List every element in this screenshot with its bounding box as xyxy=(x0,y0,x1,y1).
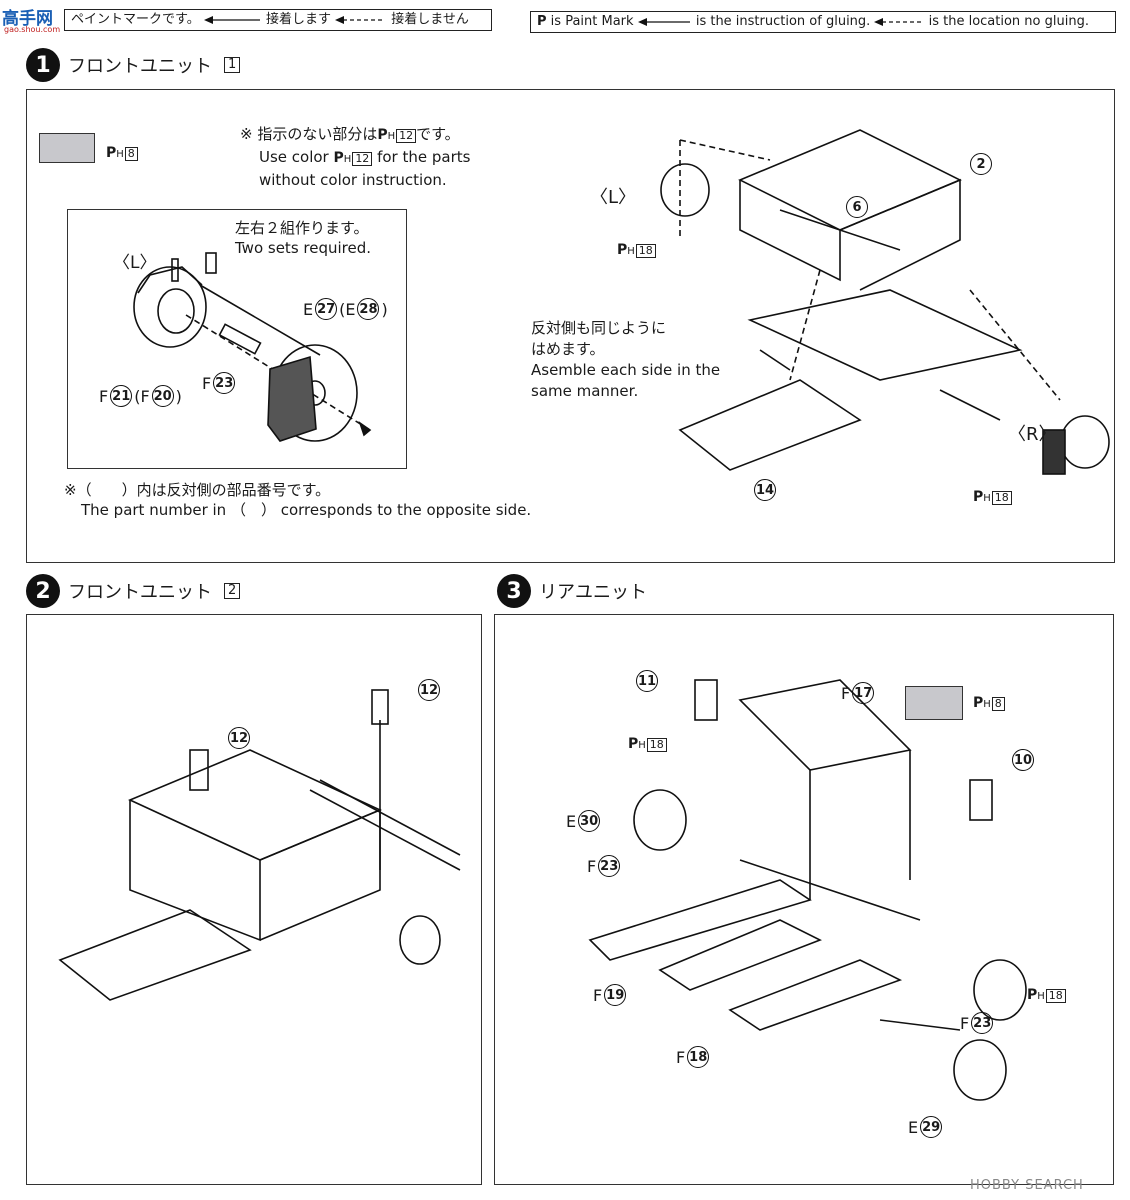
rear-part-10: 10 xyxy=(1012,749,1034,771)
step1-color-swatch xyxy=(39,133,95,163)
step3-panel xyxy=(494,614,1114,1185)
step2-panel xyxy=(26,614,482,1185)
watermark-hobbysearch: HOBBY SEARCH xyxy=(970,1178,1084,1193)
step3-number: 3 xyxy=(497,574,531,608)
step1-title-sub: 1 xyxy=(224,57,241,73)
inset-side-label: 〈L〉 xyxy=(113,253,157,273)
legend-en-glue: is the instruction of gluing. xyxy=(695,14,871,29)
front-unit-spring-drawing xyxy=(58,689,461,1001)
step1-title: フロントユニット xyxy=(68,56,212,77)
watermark-logo: 高手网 xyxy=(2,4,53,29)
legend-en-paint: is Paint Mark xyxy=(550,14,634,29)
step2-number: 2 xyxy=(26,574,60,608)
brake-assembly-drawing xyxy=(133,252,372,442)
step1-side-L: 〈L〉 xyxy=(590,187,637,208)
step1-inset xyxy=(67,209,407,469)
step1-header: 1 フロントユニット 1 xyxy=(26,48,241,82)
legend-jp-glue: 接着します xyxy=(265,12,331,27)
step2-header: 2 フロントユニット 2 xyxy=(26,574,241,608)
solid-arrow-icon xyxy=(637,17,690,26)
step3-header: 3 リアユニット xyxy=(497,574,647,608)
step2-callout-12b: 12 xyxy=(228,727,250,749)
solid-arrow-icon xyxy=(203,15,260,24)
step1-number: 1 xyxy=(26,48,60,82)
legend-jp-paint: ペイントマークです。 xyxy=(71,12,200,27)
dashed-arrow-icon xyxy=(874,17,923,26)
watermark-url: gao.shou.com xyxy=(4,25,61,34)
watermark-text: 高手网 xyxy=(2,9,53,29)
callout-14: 14 xyxy=(754,479,776,501)
legend-jp: ペイントマークです。 接着します 接着しません xyxy=(64,9,492,31)
step1-footnote-en: The part number in （ ） corresponds to th… xyxy=(81,501,532,519)
inset-label-jp: 左右２組作ります。 xyxy=(235,219,369,237)
step1-footnote-jp: ※（ ）内は反対側の部品番号です。 xyxy=(64,481,331,499)
legend-en: P is Paint Mark is the instruction of gl… xyxy=(530,11,1116,33)
step2-title: フロントユニット xyxy=(68,582,212,603)
callout-2: 2 xyxy=(970,153,992,175)
step2-callout-12a: 12 xyxy=(418,679,440,701)
legend-en-noglue: is the location no gluing. xyxy=(928,14,1089,29)
rear-unit-drawing xyxy=(588,679,1027,1101)
callout-6: 6 xyxy=(846,196,868,218)
dashed-arrow-icon xyxy=(335,15,386,24)
step3-color-swatch xyxy=(905,686,963,720)
rear-part-11: 11 xyxy=(636,670,658,692)
step2-title-sub: 2 xyxy=(224,583,241,599)
paint-mark-icon: P xyxy=(537,14,547,29)
step1-side-R: 〈R〉 xyxy=(1008,424,1057,445)
legend-jp-noglue: 接着しません xyxy=(391,12,469,27)
inset-label-en: Two sets required. xyxy=(235,239,372,257)
step3-title: リアユニット xyxy=(539,582,647,603)
front-unit-chassis-drawing xyxy=(660,129,1110,475)
